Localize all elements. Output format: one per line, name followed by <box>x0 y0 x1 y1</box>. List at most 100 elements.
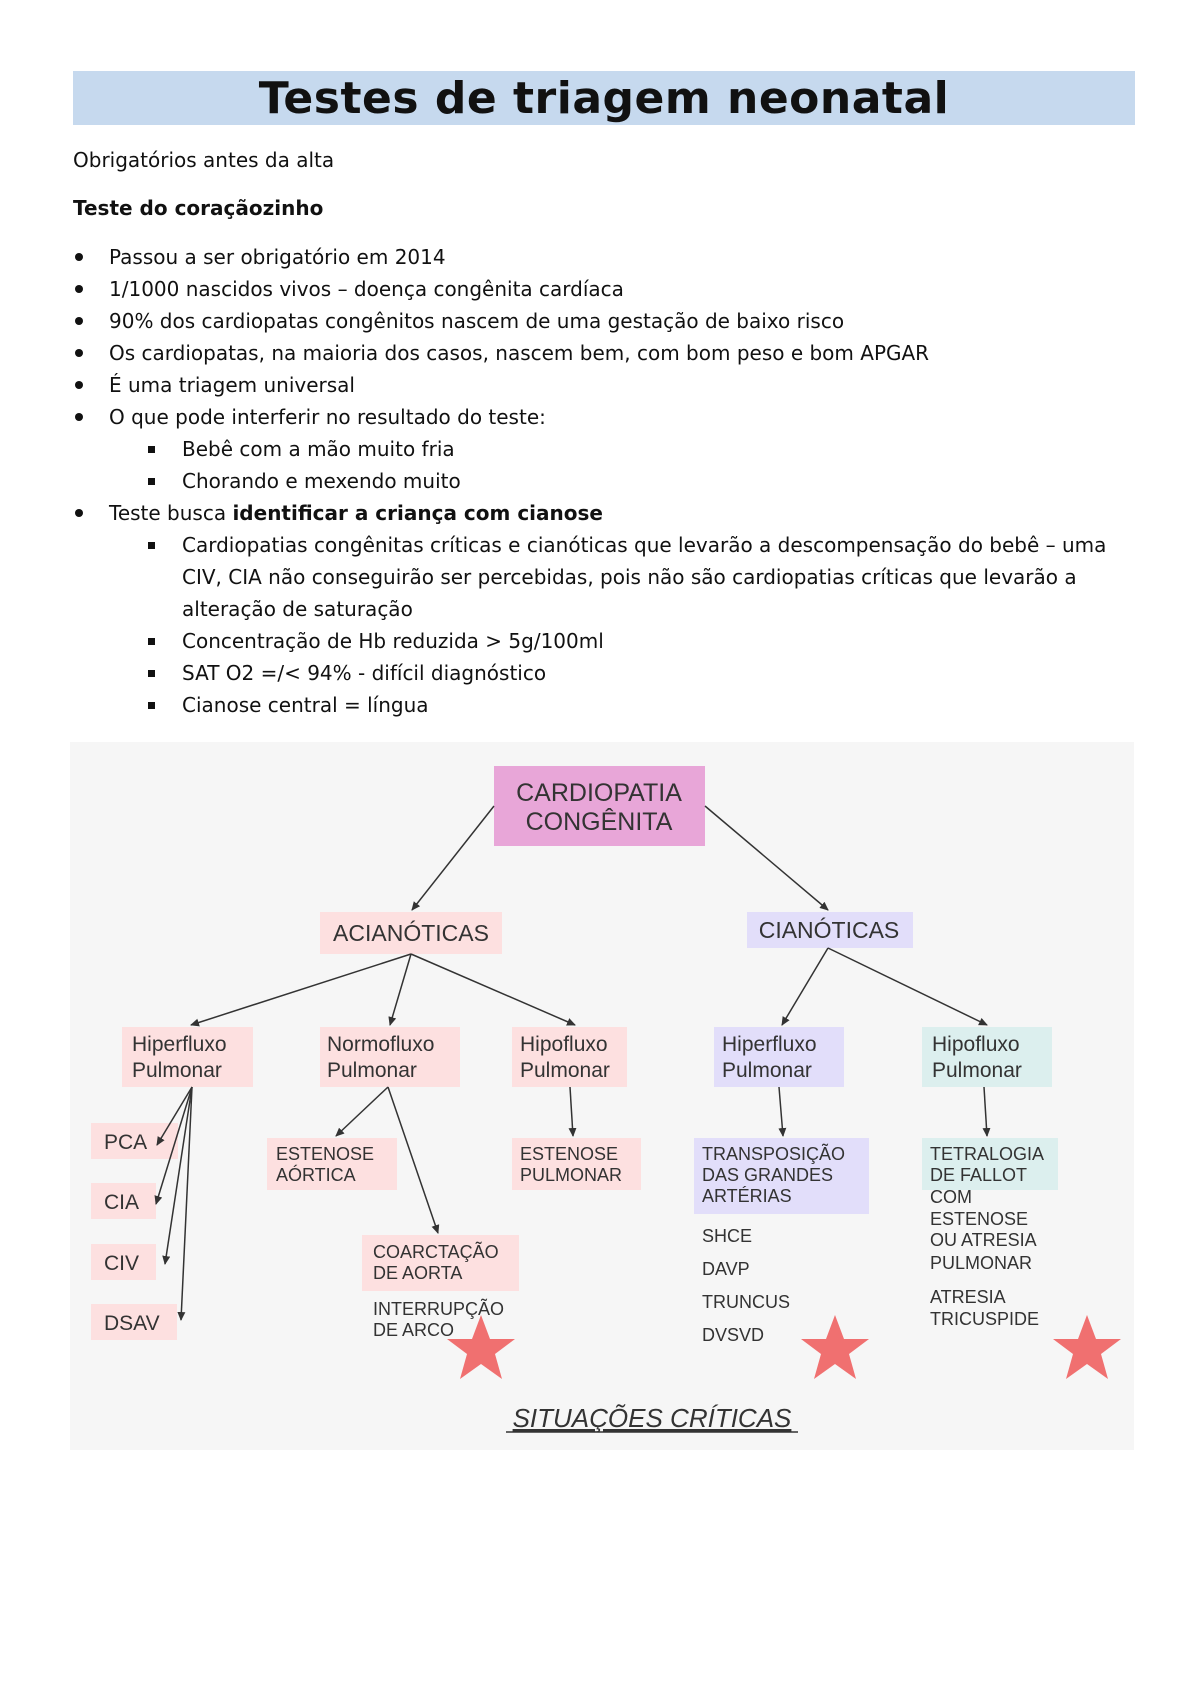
arrow <box>982 1086 991 1137</box>
bullet-list: Passou a ser obrigatório em 2014 1/1000 … <box>73 241 1143 721</box>
aci-normo-line-1: Normofluxo <box>327 1033 434 1056</box>
root-line-1: CARDIOPATIA <box>516 779 682 807</box>
arrow <box>335 1086 389 1137</box>
tetralogia-line-1: TETRALOGIA <box>930 1144 1044 1164</box>
transposicao-line-3: ARTÉRIAS <box>702 1186 792 1206</box>
transposicao-line-1: TRANSPOSIÇÃO <box>702 1143 845 1164</box>
arrow <box>410 953 576 1026</box>
critical-situations-label: SITUAÇÕES CRÍTICAS <box>513 1403 792 1433</box>
arrow <box>156 1086 193 1146</box>
shce-label: SHCE <box>702 1226 752 1246</box>
aci-normo-line-2: Pulmonar <box>327 1059 417 1082</box>
arrow <box>827 947 988 1026</box>
cia-hiper-line-2: Pulmonar <box>722 1059 812 1082</box>
estenose-pulmonar-box <box>512 1138 641 1190</box>
cia-hiper-box <box>714 1027 844 1087</box>
coarctacao-line-1: COARCTAÇÃO <box>373 1241 499 1262</box>
bullet-item: 90% dos cardiopatas congênitos nascem de… <box>73 305 1143 337</box>
estenose-pulmonar-line-1: ESTENOSE <box>520 1144 618 1164</box>
arrow-group <box>154 805 991 1321</box>
aci-hiper-box <box>122 1027 253 1087</box>
arrow <box>411 805 495 911</box>
atresia-line-1: ATRESIA <box>930 1287 1006 1307</box>
sub-bullet-item: Cianose central = língua <box>73 689 1143 721</box>
sub-bullet-item: SAT O2 =/< 94% - difícil diagnóstico <box>73 657 1143 689</box>
estenose-aortica-line-2: AÓRTICA <box>276 1164 356 1185</box>
cia-hipo-line-2: Pulmonar <box>932 1059 1022 1082</box>
davp-label: DAVP <box>702 1259 750 1279</box>
interrupcao-line-2: DE ARCO <box>373 1320 454 1340</box>
bullet-item: Passou a ser obrigatório em 2014 <box>73 241 1143 273</box>
arrow <box>387 1086 440 1234</box>
congenital-heart-disease-diagram: CARDIOPATIA CONGÊNITA ACIANÓTICAS CIANÓT… <box>70 742 1134 1450</box>
star-icon <box>447 1315 515 1379</box>
bullet-item: Os cardiopatas, na maioria dos casos, na… <box>73 337 1143 369</box>
subtitle: Obrigatórios antes da alta <box>73 148 335 172</box>
cia-label: CIA <box>104 1191 139 1214</box>
interrupcao-line-1: INTERRUPÇÃO <box>373 1298 504 1319</box>
cianoticas-box <box>747 912 913 948</box>
bullet-item: 1/1000 nascidos vivos – doença congênita… <box>73 273 1143 305</box>
arrow <box>388 953 412 1026</box>
arrow <box>154 1086 193 1205</box>
sub-bullet-item: Chorando e mexendo muito <box>73 465 1143 497</box>
coarctacao-line-2: DE AORTA <box>373 1263 462 1283</box>
tetralogia-desc-line-1: COM <box>930 1187 972 1207</box>
bullet-emphasis: identificar a criança com cianose <box>232 501 603 525</box>
estenose-pulmonar-line-2: PULMONAR <box>520 1165 622 1185</box>
arrow <box>190 953 412 1027</box>
transposicao-box <box>694 1138 869 1214</box>
acianoticas-box <box>320 912 502 954</box>
cia-box <box>91 1183 156 1219</box>
bullet-text: Teste busca <box>109 501 233 525</box>
diagram-canvas: CARDIOPATIA CONGÊNITA ACIANÓTICAS CIANÓT… <box>91 766 1121 1433</box>
pca-label: PCA <box>104 1131 147 1154</box>
star-icon <box>1053 1315 1121 1379</box>
arrow <box>177 1086 193 1321</box>
sub-bullet-item: Concentração de Hb reduzida > 5g/100ml <box>73 625 1143 657</box>
arrow <box>781 947 829 1026</box>
page-title: Testes de triagem neonatal <box>258 72 950 124</box>
dsav-label: DSAV <box>104 1312 160 1335</box>
truncus-label: TRUNCUS <box>702 1292 790 1312</box>
dvsvd-label: DVSVD <box>702 1325 764 1345</box>
acianoticas-label: ACIANÓTICAS <box>333 920 489 946</box>
cia-hipo-line-1: Hipofluxo <box>932 1033 1020 1056</box>
tetralogia-line-2: DE FALLOT <box>930 1165 1027 1185</box>
title-banner: Testes de triagem neonatal <box>73 71 1135 125</box>
coarctacao-box <box>362 1235 519 1291</box>
arrow <box>778 1086 787 1137</box>
civ-box <box>91 1244 156 1280</box>
tetralogia-desc-line-2: ESTENOSE <box>930 1209 1028 1229</box>
aci-hipo-line-2: Pulmonar <box>520 1059 610 1082</box>
estenose-aortica-line-1: ESTENOSE <box>276 1144 374 1164</box>
arrow <box>162 1086 193 1265</box>
root-box <box>494 766 705 846</box>
bullet-item: O que pode interferir no resultado do te… <box>73 401 1143 433</box>
tetralogia-desc-line-4: PULMONAR <box>930 1253 1032 1273</box>
star-icon <box>801 1315 869 1379</box>
sub-bullet-item: Bebê com a mão muito fria <box>73 433 1143 465</box>
cia-hipo-box <box>922 1027 1052 1087</box>
aci-hipo-line-1: Hipofluxo <box>520 1033 608 1056</box>
cia-hiper-line-1: Hiperfluxo <box>722 1033 817 1056</box>
bullet-item: Teste busca identificar a criança com ci… <box>73 497 1143 529</box>
atresia-line-2: TRICUSPIDE <box>930 1309 1039 1329</box>
aci-hipo-box <box>512 1027 627 1087</box>
tetralogia-box <box>922 1138 1058 1190</box>
root-line-2: CONGÊNITA <box>526 807 673 836</box>
dsav-box <box>91 1304 177 1340</box>
aci-normo-box <box>320 1027 460 1087</box>
transposicao-line-2: DAS GRANDES <box>702 1165 833 1185</box>
tetralogia-desc-line-3: OU ATRESIA <box>930 1230 1037 1250</box>
bullet-item: É uma triagem universal <box>73 369 1143 401</box>
estenose-aortica-box <box>267 1138 397 1190</box>
arrow <box>568 1086 577 1137</box>
arrow <box>704 805 829 911</box>
aci-hiper-line-1: Hiperfluxo <box>132 1033 227 1056</box>
cianoticas-label: CIANÓTICAS <box>759 917 900 943</box>
civ-label: CIV <box>104 1252 139 1275</box>
section-heading: Teste do coraçãozinho <box>73 196 324 220</box>
aci-hiper-line-2: Pulmonar <box>132 1059 222 1082</box>
sub-bullet-item: Cardiopatias congênitas críticas e cianó… <box>73 529 1143 625</box>
